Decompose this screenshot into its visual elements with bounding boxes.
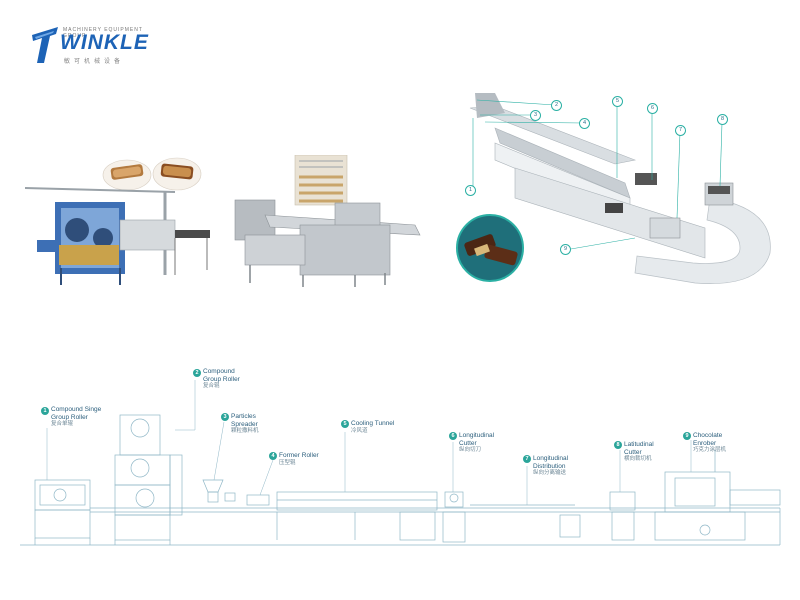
photo-blue-machine [25,157,210,285]
brand-logo: MACHINERY EQUIPMENT GROUP WINKLE 敏可机械设备 [30,25,160,80]
top-callout-7: 7 [675,125,686,136]
station-5-label: Cooling Tunnel 冷风道 [351,420,406,435]
station-3-cn: 颗粒撒料机 [231,428,259,434]
station-1-number: 1 [41,407,49,415]
station-3-number: 3 [221,413,229,421]
top-callout-4: 4 [579,118,590,129]
line-layout-drawing [20,380,781,546]
station-5-name: Cooling Tunnel [351,420,395,427]
station-6-label: Longitudinal Cutter 纵向切刀 [459,432,504,455]
brand-name: WINKLE [60,31,149,54]
station-8-cn: 横向裁切机 [624,456,652,462]
station-3-label: Particles Spreader 颗粒撒料机 [231,413,271,436]
station-9-cn: 巧克力涂层机 [693,447,727,453]
station-2-name: Compound Group Roller [203,368,240,383]
station-6-number: 6 [449,432,457,440]
station-1-cn: 复合单辊 [51,421,74,427]
station-7-number: 7 [523,455,531,463]
station-4-name: Former Roller [279,452,319,459]
station-1-label: Compound Singe Group Roller 复合单辊 [51,406,111,429]
station-7-label: Longitudinal Distribution 纵向分离输送 [533,455,588,478]
station-6-cn: 纵向切刀 [459,447,482,453]
brand-subtitle: MACHINERY EQUIPMENT GROUP [63,27,143,39]
station-9-label: Chocolate Enrober 巧克力涂层机 [693,432,743,455]
brand-chinese: 敏可机械设备 [64,59,125,65]
top-callout-3: 3 [530,110,541,121]
photo-steel-machine [234,155,421,287]
station-7-name: Longitudinal Distribution [533,455,569,470]
top-callout-9: 9 [560,244,571,255]
station-2-number: 2 [193,369,201,377]
station-5-cn: 冷风道 [351,427,368,434]
top-callout-1: 1 [465,185,476,196]
station-3-name: Particles Spreader [231,413,258,428]
station-4-cn: 压型辊 [279,459,296,466]
station-7-cn: 纵向分离输送 [533,470,567,476]
top-callout-8: 8 [717,114,728,125]
station-4-label: Former Roller 压型辊 [279,452,329,467]
station-1-name: Compound Singe Group Roller [51,406,102,421]
station-9-name: Chocolate Enrober [693,432,723,447]
station-8-name: Latitudinal Cutter [624,441,654,456]
station-2-cn: 复合辊 [203,383,220,389]
logo-mark-icon [32,27,58,63]
station-5-number: 5 [341,420,349,428]
station-8-number: 8 [614,441,622,449]
diagram-3d-line [456,93,771,284]
station-6-name: Longitudinal Cutter [459,432,495,447]
top-callout-2: 2 [551,100,562,111]
station-4-number: 4 [269,452,277,460]
station-9-number: 9 [683,432,691,440]
station-2-label: Compound Group Roller 复合辊 [203,368,253,391]
station-8-label: Latitudinal Cutter 横向裁切机 [624,441,669,464]
top-callout-5: 5 [612,96,623,107]
top-callout-6: 6 [647,103,658,114]
